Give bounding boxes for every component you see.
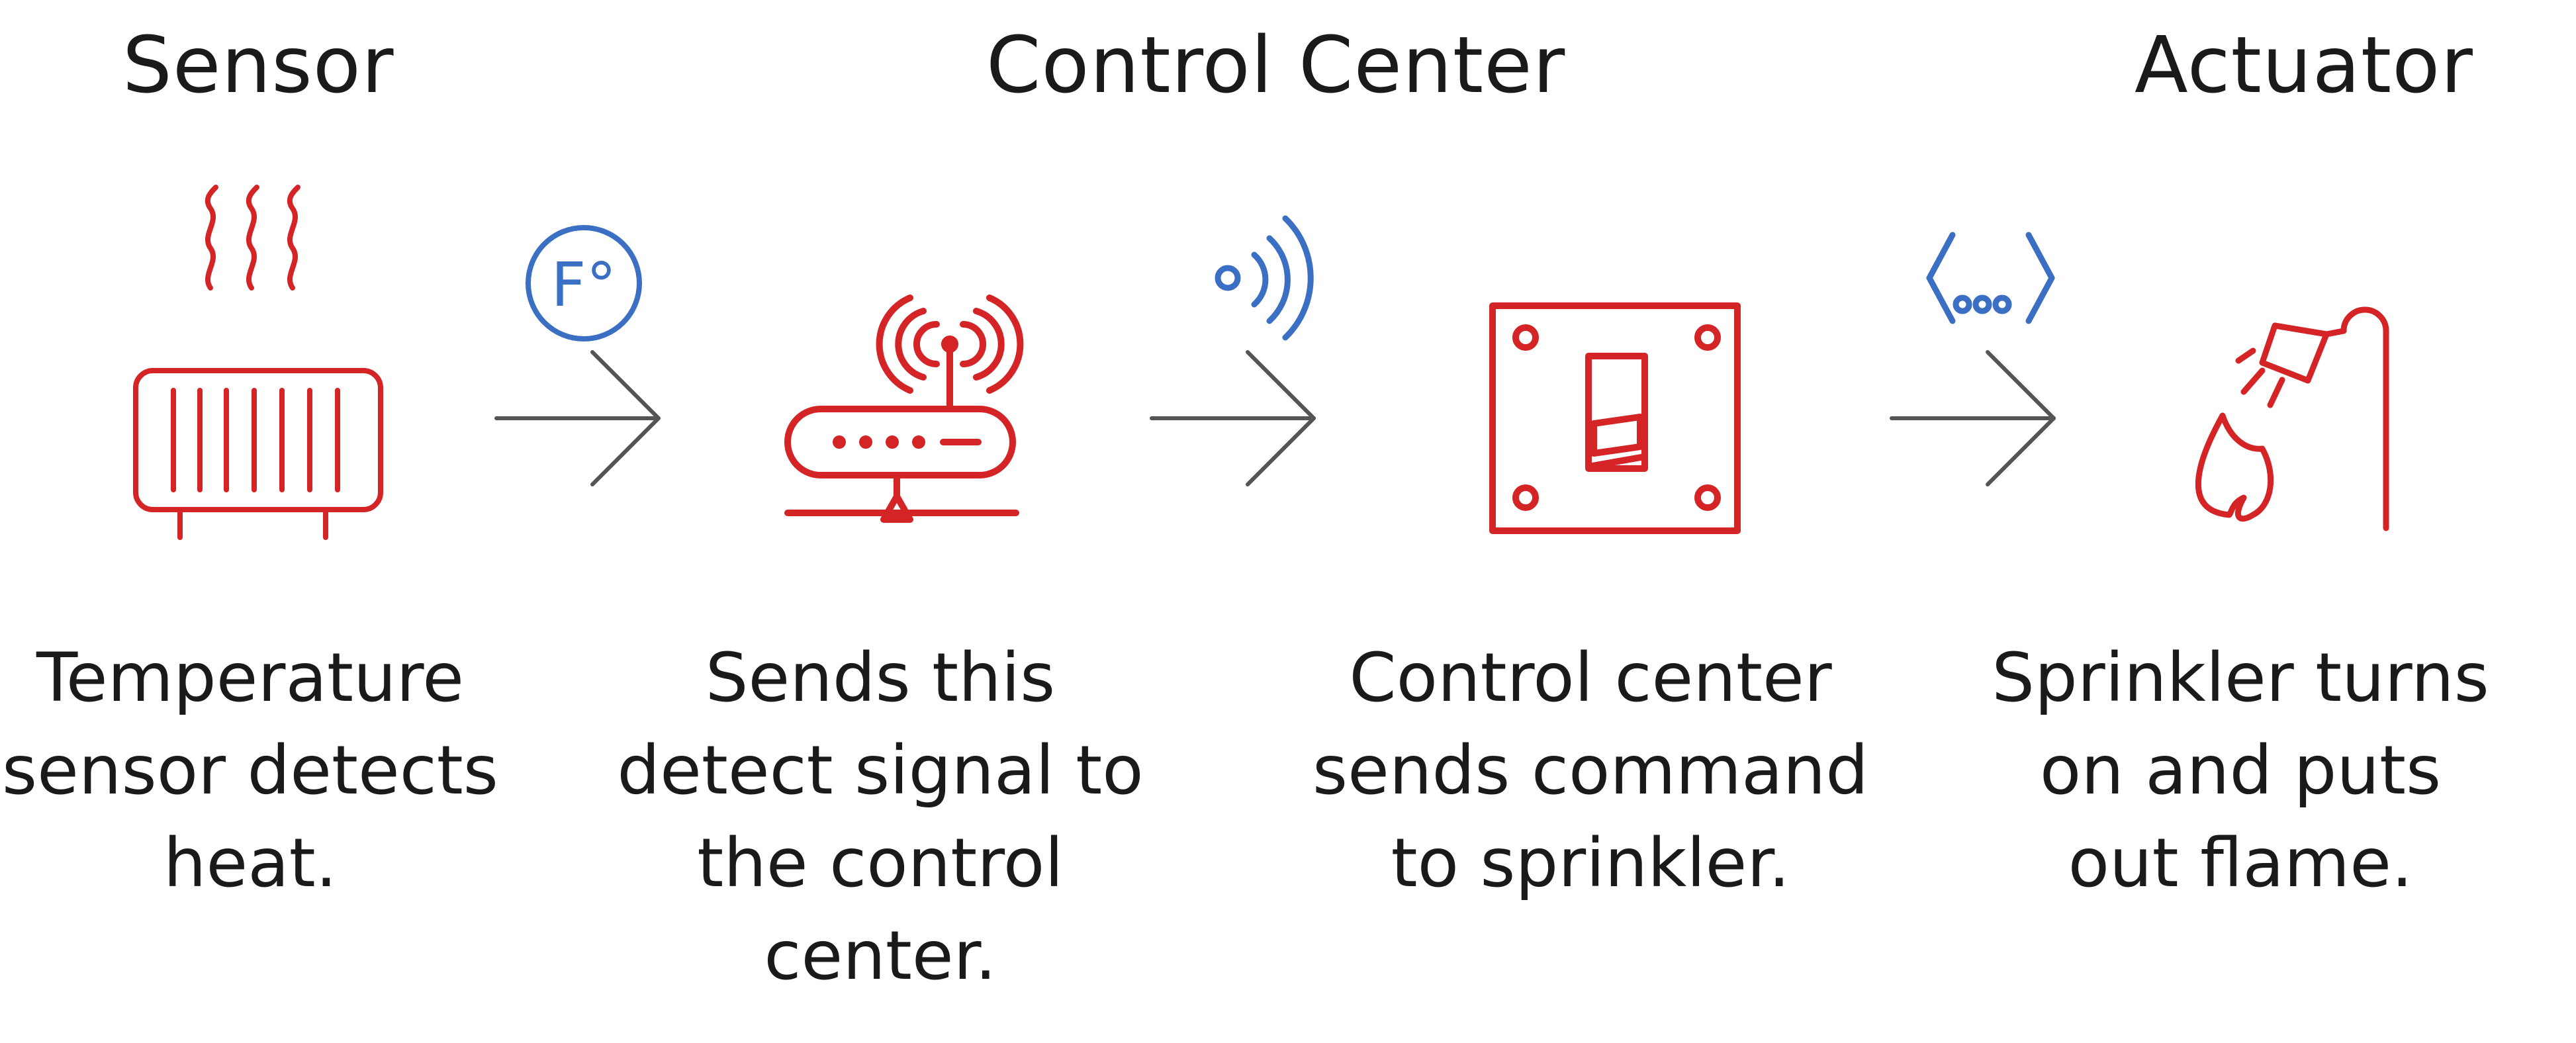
step-3-line-3: to sprinkler.: [1391, 824, 1790, 903]
step-2-line-3: the control: [697, 824, 1064, 903]
wireless-signal-icon: [1215, 215, 1314, 341]
switch-icon: [1489, 302, 1741, 534]
arrow-2: [1150, 350, 1316, 486]
step-4-caption: Sprinkler turns on and puts out flame.: [1943, 632, 2538, 910]
arrow-1: [494, 350, 661, 486]
fahrenheit-badge-icon: F°: [526, 225, 642, 341]
step-1-line-1: Temperature: [36, 639, 465, 717]
header-sensor: Sensor: [122, 19, 394, 111]
step-1-line-3: heat.: [163, 824, 338, 903]
step-2-line-1: Sends this: [705, 639, 1056, 717]
fahrenheit-badge-label: F°: [551, 249, 617, 320]
step-2-caption: Sends this detect signal to the control …: [582, 632, 1178, 1003]
step-4-line-3: out flame.: [2068, 824, 2413, 903]
step-1-line-2: sensor detects: [2, 731, 498, 810]
step-3-caption: Control center sends command to sprinkle…: [1293, 632, 1888, 910]
step-3-line-1: Control center: [1349, 639, 1832, 717]
router-icon: [784, 295, 1024, 523]
step-4-line-2: on and puts: [2039, 731, 2442, 810]
step-4-line-1: Sprinkler turns: [1992, 639, 2489, 717]
step-1-caption: Temperature sensor detects heat.: [0, 632, 548, 910]
radiator-icon: [133, 185, 383, 540]
arrow-3: [1890, 350, 2056, 486]
step-2-line-2: detect signal to: [617, 731, 1144, 810]
header-actuator: Actuator: [2135, 19, 2473, 111]
step-3-line-2: sends command: [1312, 731, 1868, 810]
flame-icon: [2195, 412, 2274, 522]
sprinkler-icon: [2235, 306, 2389, 531]
step-2-line-4: center.: [764, 917, 997, 995]
code-brackets-icon: [1926, 232, 2055, 324]
header-control-center: Control Center: [986, 19, 1566, 111]
